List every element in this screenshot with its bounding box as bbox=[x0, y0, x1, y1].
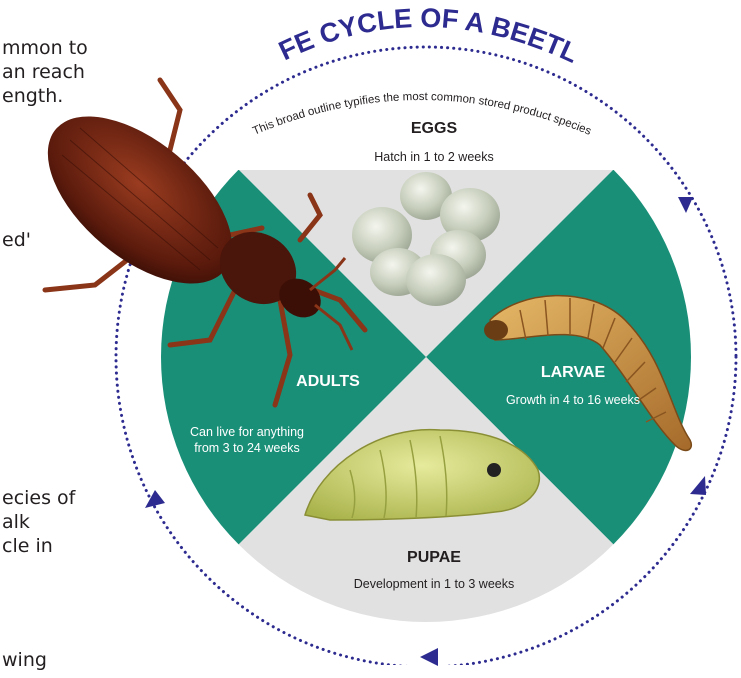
adults-description-line1: Can live for anything bbox=[190, 425, 304, 439]
adults-description-line2: from 3 to 24 weeks bbox=[194, 441, 300, 455]
eggs-description: Hatch in 1 to 2 weeks bbox=[374, 150, 494, 164]
arrow-icon bbox=[145, 490, 165, 508]
pupae-description: Development in 1 to 3 weeks bbox=[354, 577, 515, 591]
arrow-icon bbox=[420, 648, 438, 666]
adults-label: ADULTS bbox=[296, 373, 360, 390]
eggs-label: EGGS bbox=[411, 120, 458, 137]
arrow-icon bbox=[678, 197, 693, 213]
larvae-label: LARVAE bbox=[541, 364, 606, 381]
pupae-label: PUPAE bbox=[407, 549, 461, 566]
larvae-description: Growth in 4 to 16 weeks bbox=[506, 393, 640, 407]
arrow-icon bbox=[690, 476, 706, 495]
